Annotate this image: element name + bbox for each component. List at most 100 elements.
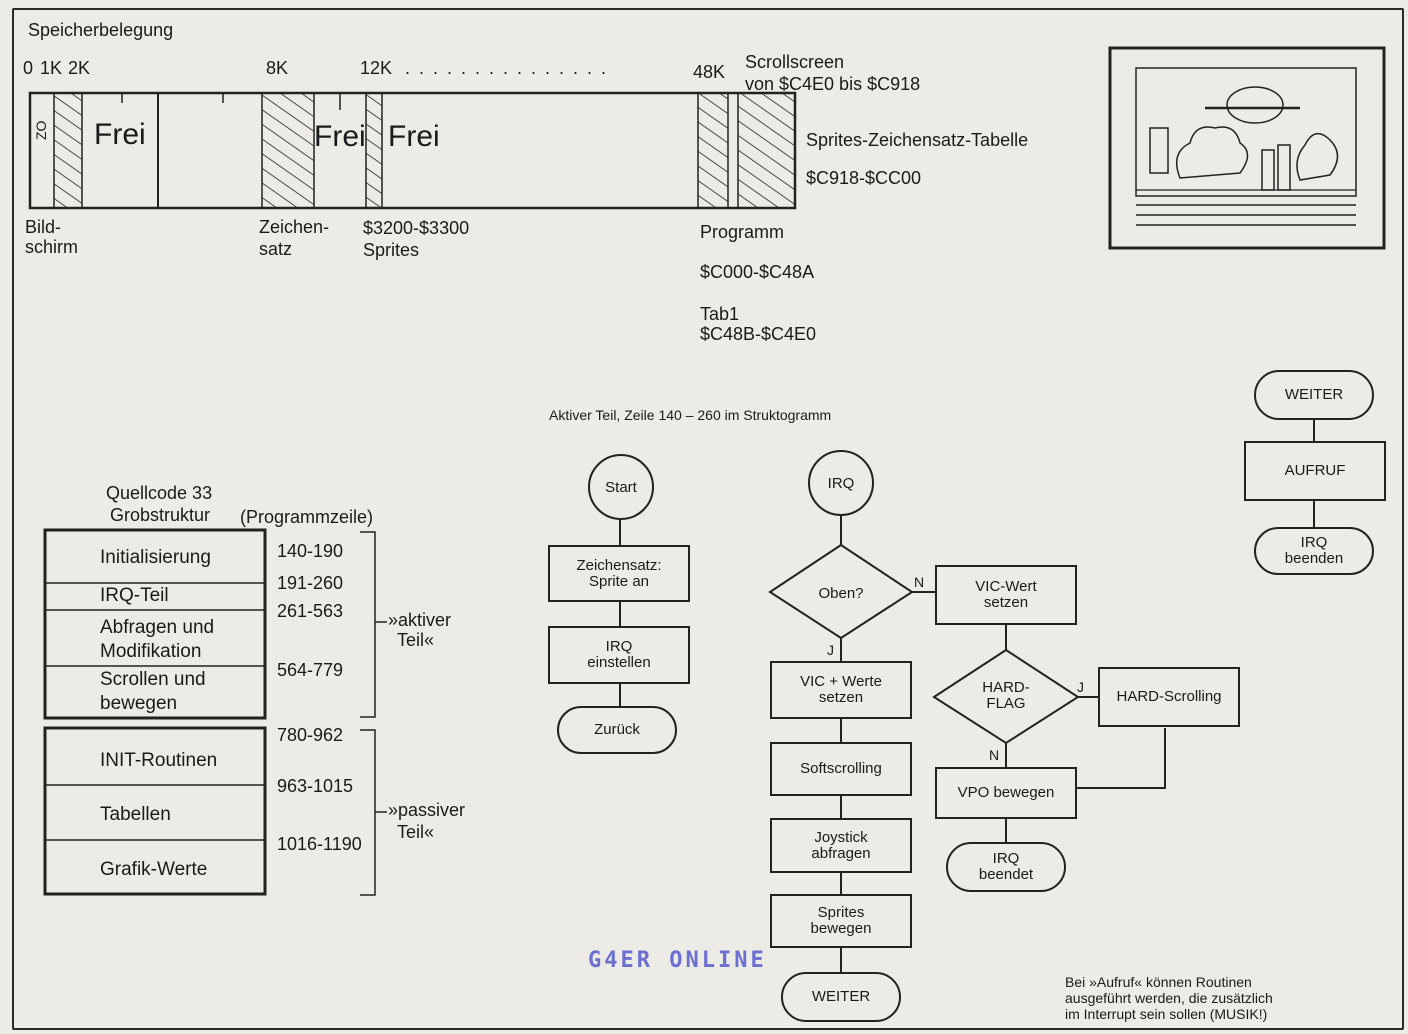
range-191-260: 191-260 xyxy=(277,573,343,594)
row-modifikation: Modifikation xyxy=(45,640,265,664)
weiter-top-label: WEITER xyxy=(1285,387,1343,403)
active-label-2: Teil« xyxy=(397,630,434,651)
vic-werte-line-2: setzen xyxy=(819,689,863,706)
tab1-label: Tab1 xyxy=(700,304,739,325)
zeichensatz-label-2: satz xyxy=(259,239,292,260)
irq-einstellen-line-2: einstellen xyxy=(587,654,650,671)
addr-8k: 8K xyxy=(266,58,288,79)
segment-frei-3: Frei xyxy=(388,120,440,154)
segment-zo: ZO xyxy=(33,121,49,140)
addr-2k: 2K xyxy=(68,58,90,79)
irq-beendet-line-2: beendet xyxy=(979,866,1033,883)
zeichensatz-text: Zeichensatz:Sprite an xyxy=(576,558,661,590)
addr-dots: . . . . . . . . . . . . . . . xyxy=(405,58,608,79)
irq-einstellen-line-1: IRQ xyxy=(606,638,633,655)
addr-48k: 48K xyxy=(693,62,725,83)
hard-scrolling-box: HARD-Scrolling xyxy=(1098,667,1240,727)
irq-label: IRQ xyxy=(828,475,855,492)
irq-node: IRQ xyxy=(808,450,874,516)
segment-frei-2: Frei xyxy=(314,120,366,154)
note-line-3: im Interrupt sein sollen (MUSIK!) xyxy=(1065,1006,1267,1022)
zeichensatz-box: Zeichensatz:Sprite an xyxy=(548,545,690,602)
hard-flag-line-1: HARD- xyxy=(982,679,1030,696)
vic-wert-line-1: VIC-Wert xyxy=(975,578,1036,595)
addr-0: 0 xyxy=(23,58,33,79)
softscrolling-label: Softscrolling xyxy=(800,761,882,777)
row-init-routinen: INIT-Routinen xyxy=(45,749,265,773)
range-780-962: 780-962 xyxy=(277,725,343,746)
passive-label-1: »passiver xyxy=(388,800,465,821)
vpo-bewegen-label: VPO bewegen xyxy=(958,785,1055,801)
flow-caption: Aktiver Teil, Zeile 140 – 260 im Strukto… xyxy=(549,407,831,423)
aufruf-box: AUFRUF xyxy=(1244,441,1386,501)
row-grafik-werte: Grafik-Werte xyxy=(45,858,265,882)
start-node: Start xyxy=(588,454,654,520)
row-initialisierung: Initialisierung xyxy=(45,546,265,570)
hard-flag-decision: HARD-FLAG xyxy=(966,680,1046,712)
irq-beenden-line-2: beenden xyxy=(1285,550,1343,567)
oben-decision: Oben? xyxy=(800,586,882,602)
active-label-1: »aktiver xyxy=(388,610,451,631)
bildschirm-label-1: Bild- xyxy=(25,217,61,238)
weiter-bottom-node: WEITER xyxy=(781,972,901,1022)
passive-label-2: Teil« xyxy=(397,822,434,843)
vpo-bewegen-box: VPO bewegen xyxy=(935,767,1077,819)
sprites-range: $3200-$3300 xyxy=(363,218,469,239)
zurueck-node: Zurück xyxy=(557,706,677,754)
source-title: Quellcode 33 xyxy=(106,483,212,504)
hard-flag-n-label: N xyxy=(989,747,999,763)
row-tabellen: Tabellen xyxy=(45,803,265,827)
hard-scrolling-label: HARD-Scrolling xyxy=(1116,689,1221,705)
note-line-1: Bei »Aufruf« können Routinen xyxy=(1065,974,1252,990)
zurueck-label: Zurück xyxy=(594,722,640,738)
scrollscreen-label: Scrollscreen xyxy=(745,52,844,73)
start-label: Start xyxy=(605,479,637,496)
zeichensatz-line-1: Zeichensatz: xyxy=(576,557,661,574)
joystick-line-2: abfragen xyxy=(811,845,870,862)
irq-beenden-line-1: IRQ xyxy=(1301,534,1328,551)
programm-range: $C000-$C48A xyxy=(700,262,814,283)
addr-12k: 12K xyxy=(360,58,392,79)
row-irq-teil: IRQ-Teil xyxy=(45,584,265,608)
bildschirm-label-2: schirm xyxy=(25,237,78,258)
scrollscreen-range: von $C4E0 bis $C918 xyxy=(745,74,920,95)
watermark-logo: G4ER ONLINE xyxy=(588,948,767,973)
vic-werte-line-1: VIC + Werte xyxy=(800,673,882,690)
hard-flag-j-label: J xyxy=(1077,679,1084,695)
zeichensatz-label-1: Zeichen- xyxy=(259,217,329,238)
source-col-header: (Programmzeile) xyxy=(240,507,373,528)
irq-beendet-line-1: IRQ xyxy=(993,850,1020,867)
hard-flag-line-2: FLAG xyxy=(986,695,1025,712)
sprites-label: Sprites xyxy=(363,240,419,261)
note-line-2: ausgeführt werden, die zusätzlich xyxy=(1065,990,1273,1006)
aufruf-label: AUFRUF xyxy=(1285,463,1346,479)
weiter-top-node: WEITER xyxy=(1254,370,1374,420)
sprites-table-label: Sprites-Zeichensatz-Tabelle xyxy=(806,130,1028,151)
tv-illustration xyxy=(1110,48,1384,248)
row-bewegen: bewegen xyxy=(45,692,265,716)
segment-frei-1: Frei xyxy=(94,118,146,152)
oben-n-label: N xyxy=(914,574,924,590)
range-140-190: 140-190 xyxy=(277,541,343,562)
vic-wert-line-2: setzen xyxy=(984,594,1028,611)
range-1016-1190: 1016-1190 xyxy=(277,834,362,855)
row-abfragen: Abfragen und xyxy=(45,616,265,640)
joystick-line-1: Joystick xyxy=(814,829,867,846)
weiter-bottom-label: WEITER xyxy=(812,989,870,1005)
sprites-bewegen-line-2: bewegen xyxy=(811,920,872,937)
programm-label: Programm xyxy=(700,222,784,243)
range-963-1015: 963-1015 xyxy=(277,776,353,797)
range-261-563: 261-563 xyxy=(277,601,343,622)
oben-j-label: J xyxy=(827,642,834,658)
addr-1k: 1K xyxy=(40,58,62,79)
sprites-bewegen-line-1: Sprites xyxy=(818,904,865,921)
range-564-779: 564-779 xyxy=(277,660,343,681)
sprites-table-range: $C918-$CC00 xyxy=(806,168,921,189)
